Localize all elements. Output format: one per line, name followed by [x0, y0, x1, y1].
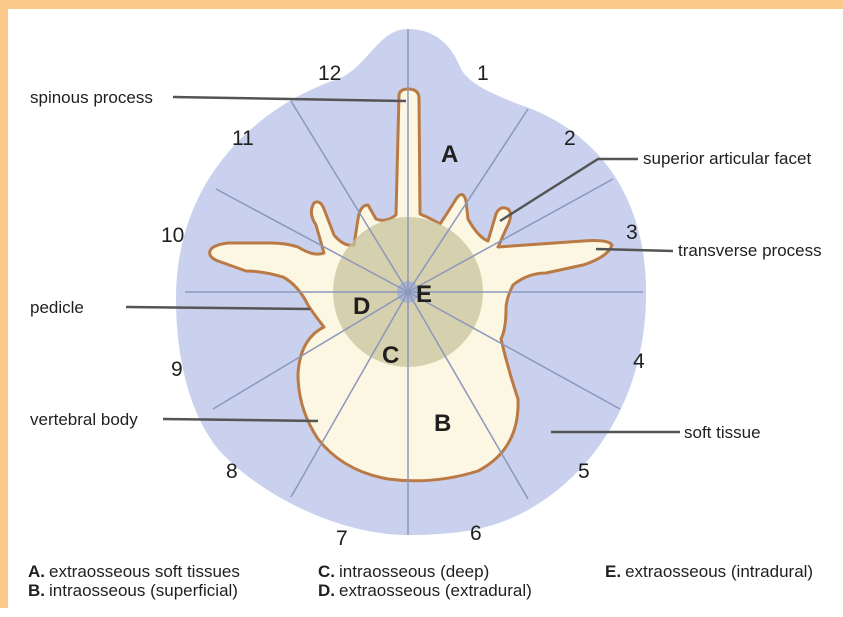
- pedicle-label: pedicle: [30, 298, 84, 317]
- legend-column: E.extraosseous (intradural): [605, 562, 813, 581]
- zone-e-letter: E: [416, 281, 432, 308]
- sector-number: 8: [226, 460, 238, 483]
- legend-text: intraosseous (superficial): [49, 581, 238, 600]
- legend-item-a: A.extraosseous soft tissues: [28, 562, 240, 581]
- zone-b-letter: B: [434, 410, 451, 437]
- legend-key: E.: [605, 562, 621, 581]
- sector-number: 1: [477, 62, 489, 85]
- legend-key: C.: [318, 562, 335, 581]
- sector-number: 12: [318, 62, 341, 85]
- zone-d-letter: D: [353, 293, 370, 320]
- spinous-process-label: spinous process: [30, 88, 153, 107]
- legend-column: C.intraosseous (deep) D.extraosseous (ex…: [318, 562, 532, 600]
- vertebral-body-label: vertebral body: [30, 410, 138, 429]
- legend-text: extraosseous (intradural): [625, 562, 813, 581]
- soft-tissue-label: soft tissue: [684, 423, 761, 442]
- vertebra-diagram: 12 1 2 3 4 5 6 7 8 9 10 11 A B C D E spi…: [8, 9, 843, 617]
- sector-number: 7: [336, 527, 348, 550]
- legend-text: extraosseous soft tissues: [49, 562, 240, 581]
- legend-item-b: B.intraosseous (superficial): [28, 581, 240, 600]
- sector-number: 3: [626, 221, 638, 244]
- legend-key: D.: [318, 581, 335, 600]
- legend-item-e: E.extraosseous (intradural): [605, 562, 813, 581]
- legend-text: extraosseous (extradural): [339, 581, 532, 600]
- sector-number: 10: [161, 224, 184, 247]
- zone-c-letter: C: [382, 342, 399, 369]
- sector-number: 6: [470, 522, 482, 545]
- sector-number: 5: [578, 460, 590, 483]
- sector-number: 9: [171, 358, 183, 381]
- legend-key: B.: [28, 581, 45, 600]
- sector-number: 2: [564, 127, 576, 150]
- legend-item-c: C.intraosseous (deep): [318, 562, 532, 581]
- legend-item-d: D.extraosseous (extradural): [318, 581, 532, 600]
- sector-number: 11: [232, 127, 254, 150]
- legend-column: A.extraosseous soft tissues B.intraosseo…: [28, 562, 240, 600]
- legend-text: intraosseous (deep): [339, 562, 489, 581]
- sector-number: 4: [633, 350, 645, 373]
- superior-articular-facet-label: superior articular facet: [643, 149, 811, 168]
- zone-a-letter: A: [441, 141, 458, 168]
- legend-key: A.: [28, 562, 45, 581]
- transverse-process-label: transverse process: [678, 241, 822, 260]
